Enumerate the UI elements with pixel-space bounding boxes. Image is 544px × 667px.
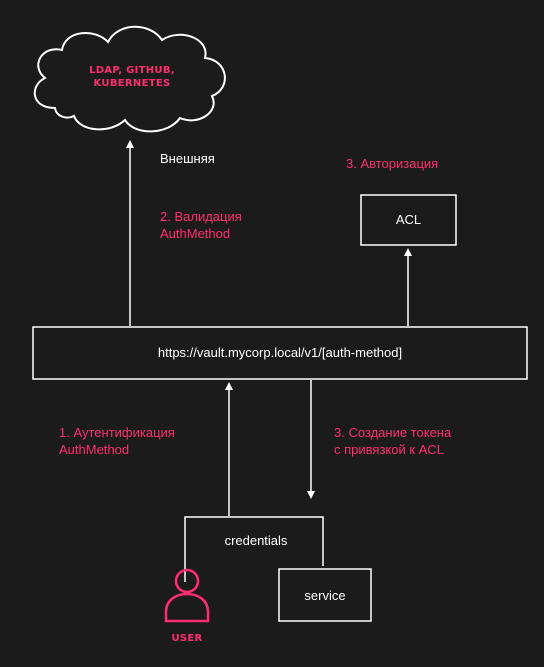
- user-icon: [164, 568, 210, 623]
- endpoint-box: [32, 326, 528, 380]
- acl-box: [360, 194, 457, 246]
- credentials-label: credentials: [224, 533, 288, 548]
- service-box: [278, 568, 372, 622]
- validation-label: 2. Валидация AuthMethod: [160, 209, 242, 241]
- authorization-label: 3. Авторизация: [346, 156, 439, 171]
- authentication-label: 1. Аутентификация AuthMethod: [59, 425, 175, 457]
- endpoint-box-label: https://vault.mycorp.local/v1/[auth-meth…: [157, 345, 403, 360]
- cloud-label: LDAP, GITHUB, KUBERNETES: [89, 65, 175, 89]
- cloud-icon: [33, 25, 226, 133]
- user-label: USER: [171, 633, 203, 644]
- token-creation-label: 3. Создание токена с привязкой к ACL: [334, 425, 452, 457]
- external-label: Внешняя: [160, 151, 215, 166]
- acl-box-label: ACL: [395, 212, 422, 227]
- service-box-label: service: [304, 588, 346, 603]
- credentials-frame: [184, 516, 324, 582]
